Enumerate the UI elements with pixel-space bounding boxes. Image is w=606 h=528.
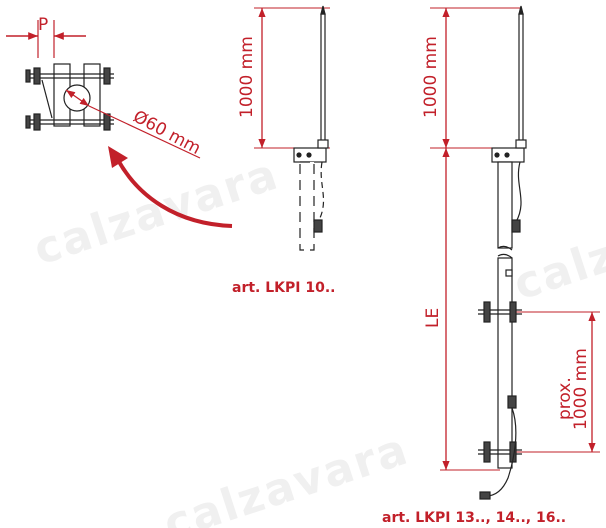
mast-upper	[497, 161, 513, 249]
watermark-bottom: calzavara	[158, 423, 415, 528]
long-cable-upper	[515, 161, 522, 223]
diameter-line	[65, 89, 90, 107]
mast-lower	[497, 257, 513, 469]
watermark-left: calzavara	[28, 148, 285, 275]
short-cable	[317, 161, 325, 223]
diameter-leader	[88, 105, 201, 159]
long-cable-lower	[485, 407, 517, 497]
short-caption: art. LKPI 10..	[232, 280, 335, 296]
watermark-group: calzavara calzavara calzavara	[28, 148, 606, 528]
watermark-right: calzavara	[508, 183, 606, 310]
nut-br	[103, 113, 111, 131]
long-height-label: 1000 mm	[421, 36, 441, 118]
model-long: 1000 mm LE prox. 1000 mm	[382, 5, 600, 526]
nut-tl	[33, 67, 41, 85]
cable-end-connector	[479, 491, 491, 500]
spacing-label-line2: 1000 mm	[571, 348, 591, 430]
le-label: LE	[423, 308, 443, 328]
nut-bl	[33, 113, 41, 131]
long-connector	[507, 395, 517, 409]
short-height-label: 1000 mm	[237, 36, 257, 118]
spacing-label-line1: prox.	[555, 377, 575, 420]
curved-arrow-head	[108, 146, 128, 168]
short-mast-dashed	[299, 161, 315, 251]
diameter-label: Ø60 mm	[130, 107, 204, 159]
short-whip	[320, 13, 326, 149]
p-label: P	[38, 15, 48, 35]
nut-tr	[103, 67, 111, 85]
curved-arrow	[116, 159, 233, 228]
short-connector	[313, 219, 323, 233]
model-short: 1000 mm art. LKPI 10..	[232, 5, 335, 296]
long-caption: art. LKPI 13.., 14.., 16..	[382, 510, 566, 526]
long-whip	[518, 13, 524, 149]
